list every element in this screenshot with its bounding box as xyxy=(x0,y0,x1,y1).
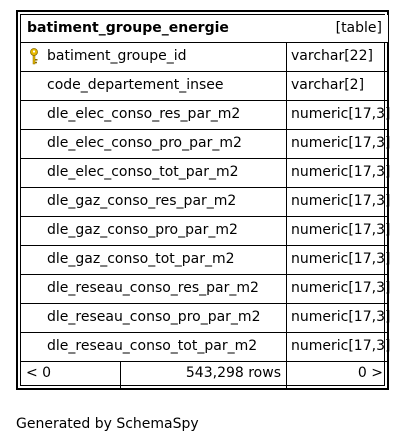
column-type: numeric[17,3] xyxy=(291,251,391,267)
column-row[interactable]: dle_reseau_conso_pro_par_m2 numeric[17,3] xyxy=(21,304,391,333)
column-type: numeric[17,3] xyxy=(291,106,391,122)
column-name-cell: dle_gaz_conso_pro_par_m2 xyxy=(21,217,287,245)
column-name-cell: batiment_groupe_id xyxy=(21,43,287,71)
column-name[interactable]: batiment_groupe_id xyxy=(47,48,187,64)
column-row[interactable]: dle_reseau_conso_tot_par_m2 numeric[17,3] xyxy=(21,333,391,362)
column-name-cell: dle_gaz_conso_res_par_m2 xyxy=(21,188,287,216)
column-name-cell: dle_reseau_conso_tot_par_m2 xyxy=(21,333,287,361)
column-type: numeric[17,3] xyxy=(291,135,391,151)
column-row[interactable]: dle_gaz_conso_res_par_m2 numeric[17,3] xyxy=(21,188,391,217)
column-name[interactable]: dle_reseau_conso_tot_par_m2 xyxy=(47,338,258,354)
column-type: numeric[17,3] xyxy=(291,280,391,296)
column-type: numeric[17,3] xyxy=(291,193,391,209)
row-count: 543,298 rows xyxy=(185,365,281,381)
column-name[interactable]: dle_reseau_conso_res_par_m2 xyxy=(47,280,259,296)
column-row[interactable]: dle_reseau_conso_res_par_m2 numeric[17,3] xyxy=(21,275,391,304)
table-header: batiment_groupe_energie [table] xyxy=(21,15,388,43)
column-name-cell: dle_reseau_conso_pro_par_m2 xyxy=(21,304,287,332)
column-name-cell: code_departement_insee xyxy=(21,72,287,100)
column-name[interactable]: dle_gaz_conso_pro_par_m2 xyxy=(47,222,238,238)
row-count-cell: 543,298 rows xyxy=(121,362,287,388)
column-type: numeric[17,3] xyxy=(291,222,391,238)
column-row[interactable]: dle_gaz_conso_tot_par_m2 numeric[17,3] xyxy=(21,246,391,275)
column-type: numeric[17,3] xyxy=(291,164,391,180)
column-name[interactable]: dle_gaz_conso_tot_par_m2 xyxy=(47,251,235,267)
column-name-cell: dle_elec_conso_tot_par_m2 xyxy=(21,159,287,187)
column-type: varchar[2] xyxy=(291,77,365,93)
column-type: numeric[17,3] xyxy=(291,338,391,354)
primary-key-icon xyxy=(30,48,38,65)
column-name-cell: dle_elec_conso_res_par_m2 xyxy=(21,101,287,129)
column-row[interactable]: dle_gaz_conso_pro_par_m2 numeric[17,3] xyxy=(21,217,391,246)
column-type: varchar[22] xyxy=(291,48,373,64)
column-row[interactable]: dle_elec_conso_pro_par_m2 numeric[17,3] xyxy=(21,130,391,159)
column-type: numeric[17,3] xyxy=(291,309,391,325)
column-name-cell: dle_reseau_conso_res_par_m2 xyxy=(21,275,287,303)
column-name[interactable]: dle_gaz_conso_res_par_m2 xyxy=(47,193,237,209)
column-name[interactable]: dle_elec_conso_tot_par_m2 xyxy=(47,164,239,180)
column-row[interactable]: code_departement_insee varchar[2] xyxy=(21,72,388,101)
column-row[interactable]: dle_elec_conso_tot_par_m2 numeric[17,3] xyxy=(21,159,391,188)
column-row[interactable]: batiment_groupe_id varchar[22] xyxy=(21,43,388,72)
column-name[interactable]: dle_elec_conso_res_par_m2 xyxy=(47,106,241,122)
parents-count-cell: < 0 xyxy=(21,362,121,388)
table-name[interactable]: batiment_groupe_energie xyxy=(27,20,229,36)
children-count: 0 > xyxy=(357,365,383,381)
column-name[interactable]: dle_reseau_conso_pro_par_m2 xyxy=(47,309,261,325)
column-name[interactable]: code_departement_insee xyxy=(47,77,224,93)
column-name-cell: dle_elec_conso_pro_par_m2 xyxy=(21,130,287,158)
column-name[interactable]: dle_elec_conso_pro_par_m2 xyxy=(47,135,242,151)
table-kind: [table] xyxy=(335,20,382,36)
column-row[interactable]: dle_elec_conso_res_par_m2 numeric[17,3] xyxy=(21,101,391,130)
generated-by-label: Generated by SchemaSpy xyxy=(16,416,199,432)
table-node[interactable]: batiment_groupe_energie [table] batiment… xyxy=(16,10,391,390)
column-name-cell: dle_gaz_conso_tot_par_m2 xyxy=(21,246,287,274)
table-node-inner: batiment_groupe_energie [table] batiment… xyxy=(20,14,391,388)
parents-count: < 0 xyxy=(26,365,52,381)
children-count-cell: 0 > xyxy=(287,362,388,388)
table-footer: < 0 543,298 rows 0 > xyxy=(21,362,388,388)
